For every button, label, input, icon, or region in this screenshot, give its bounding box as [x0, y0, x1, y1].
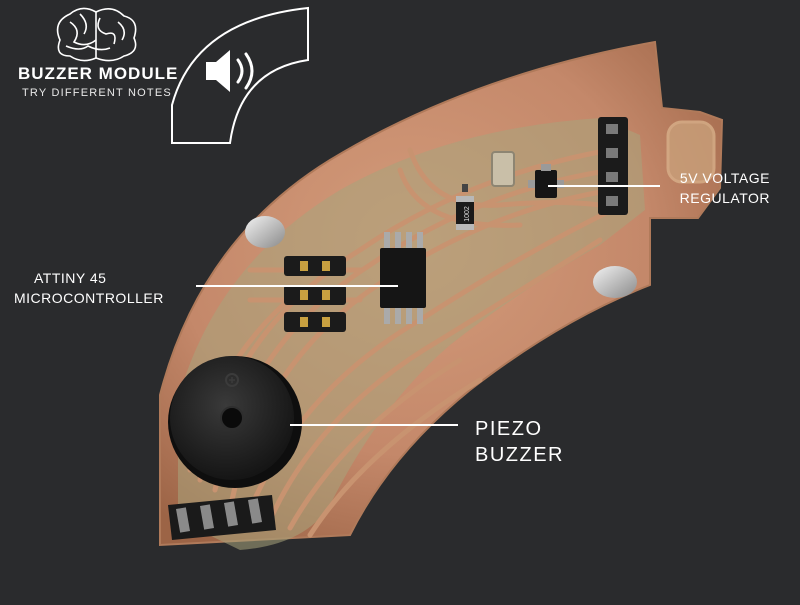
- piezo-buzzer: [168, 356, 302, 488]
- header-top-right: [598, 117, 628, 215]
- brain-icon: [56, 7, 137, 62]
- resistor-lead: [462, 184, 468, 192]
- resistor: [456, 196, 474, 230]
- brand-title: BUZZER MODULE: [18, 64, 179, 83]
- mesh-pad: [666, 120, 716, 184]
- solder-pad-left: [245, 216, 285, 248]
- solder-pad-right: [593, 266, 637, 298]
- buzzer-label-line1: PIEZO: [475, 418, 543, 440]
- regulator-label-line1: 5V VOLTAGE: [679, 170, 770, 186]
- microcontroller-chip: [380, 232, 426, 324]
- microcontroller-label-line1: ATTINY 45: [34, 270, 107, 286]
- header-bottom: [168, 495, 276, 540]
- speaker-icon: [206, 50, 254, 92]
- brand-subtitle: TRY DIFFERENT NOTES: [22, 87, 172, 99]
- speaker-badge: [171, 6, 309, 144]
- buzzer-label-line2: BUZZER: [475, 444, 564, 466]
- microcontroller-label-line2: MICROCONTROLLER: [14, 290, 164, 306]
- regulator-label-line2: REGULATOR: [679, 190, 770, 206]
- isp-header: [284, 256, 346, 332]
- resistor-marking: 1002: [464, 206, 471, 222]
- capacitor: [491, 151, 515, 187]
- voltage-regulator: [528, 164, 564, 198]
